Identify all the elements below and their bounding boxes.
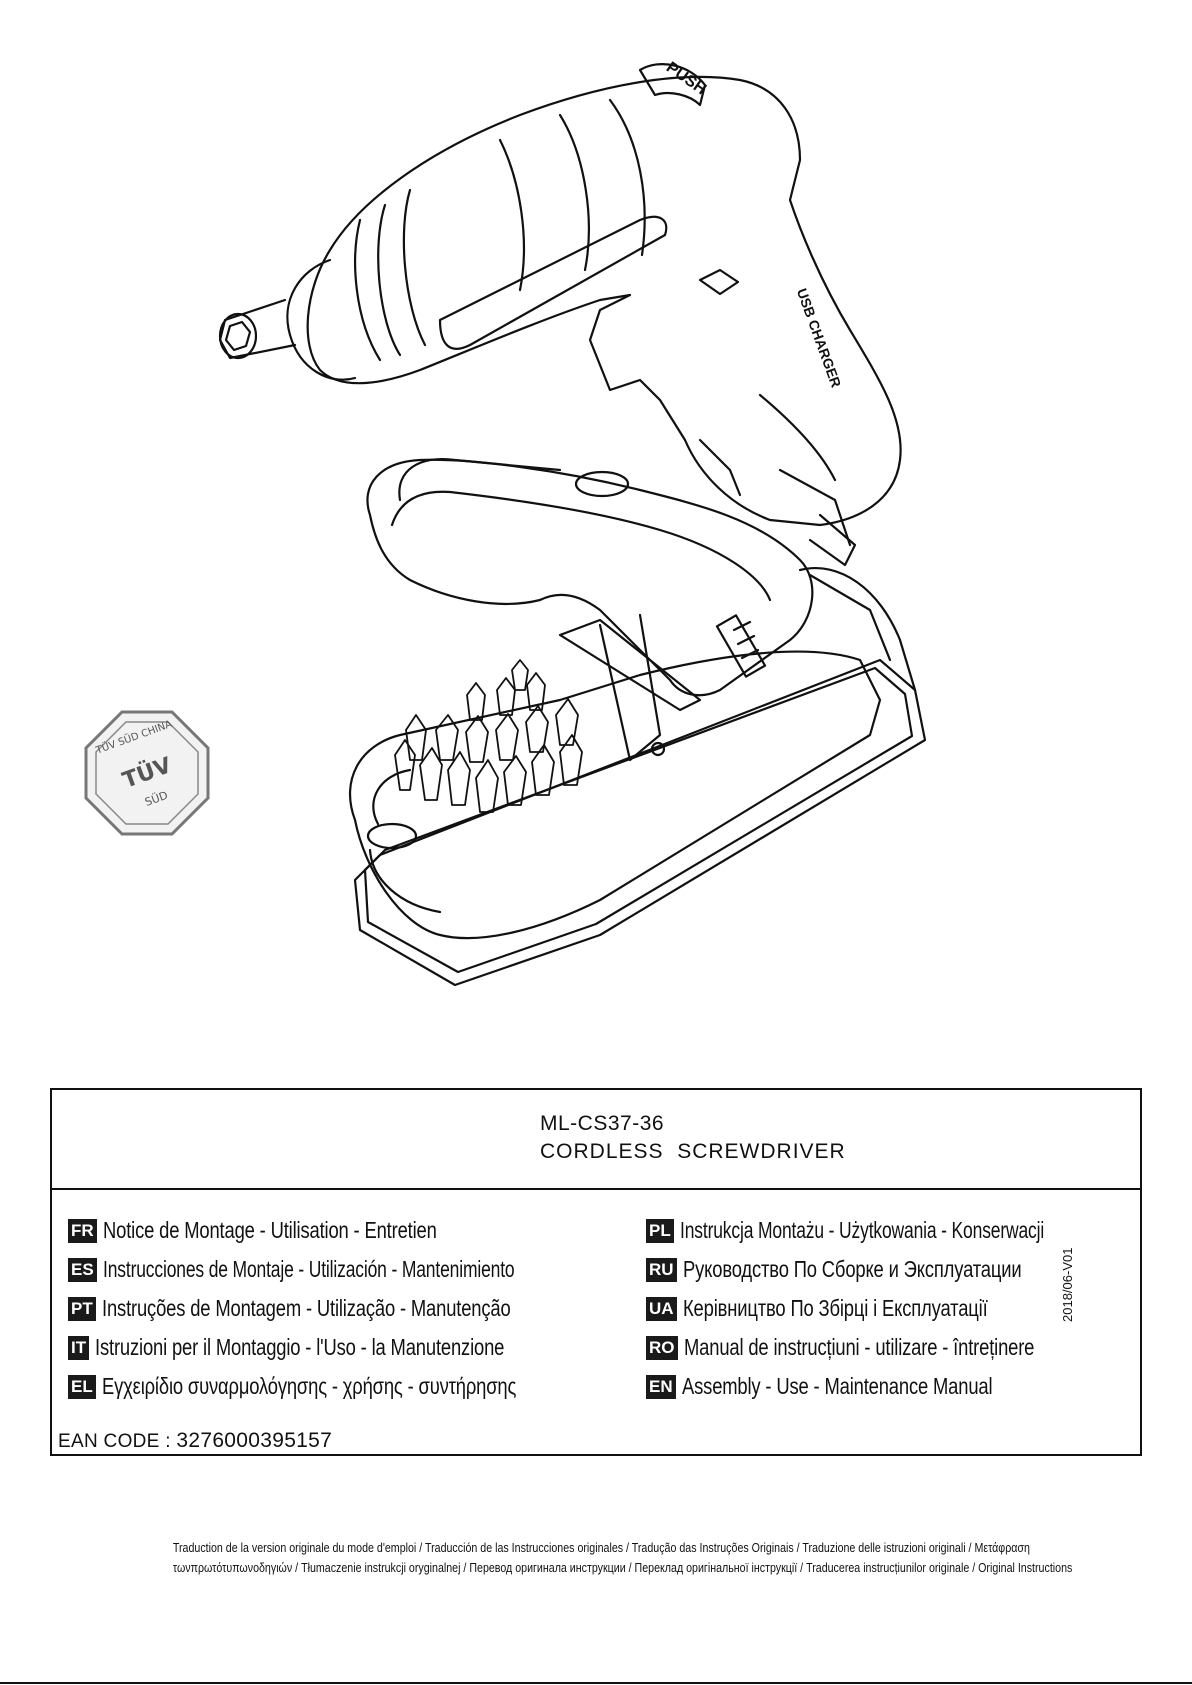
language-row-ro: RO Manual de instrucțiuni - utilizare - … (646, 1332, 1159, 1363)
language-title: Руководство По Сборке и Эксплуатации (682, 1256, 1022, 1282)
language-row-en: EN Assembly - Use - Maintenance Manual (646, 1371, 1159, 1402)
language-code: FR (68, 1218, 97, 1243)
language-title: Instrukcja Montażu - Użytkowania - Konse… (679, 1217, 1044, 1243)
translation-note-line2: τωνπρωτότυπωνοδηγιών / Tłumaczenie instr… (172, 1560, 1073, 1575)
translation-note-line1: Traduction de la version originale du mo… (172, 1540, 1030, 1555)
usb-charger-label: USB CHARGER (794, 286, 845, 389)
language-row-el: EL Εγχειρίδιο συναρμολόγησης - χρήσης - … (68, 1371, 644, 1402)
language-row-pl: PL Instrukcja Montażu - Użytkowania - Ko… (646, 1215, 1159, 1246)
language-code: EL (68, 1374, 96, 1399)
ean-label: EAN CODE : (58, 1431, 177, 1452)
language-code: UA (646, 1296, 677, 1321)
language-code: PT (68, 1296, 96, 1321)
document-version: 2018/06-V01 (1060, 1247, 1075, 1322)
language-code: EN (646, 1374, 676, 1399)
language-row-it: IT Istruzioni per il Montaggio - l'Uso -… (68, 1332, 644, 1363)
language-code: RU (646, 1257, 677, 1282)
language-list-right: PL Instrukcja Montażu - Użytkowania - Ko… (646, 1215, 1159, 1402)
language-list-left: FR Notice de Montage - Utilisation - Ent… (68, 1215, 644, 1402)
title-box: ML-CS37-36 CORDLESS SCREWDRIVER FR Notic… (50, 1088, 1142, 1456)
language-title: Manual de instrucțiuni - utilizare - înt… (683, 1334, 1034, 1360)
language-title: Assembly - Use - Maintenance Manual (681, 1373, 993, 1399)
model-number: ML-CS37-36 (540, 1112, 665, 1135)
bottom-rule (0, 1682, 1192, 1684)
language-title: Εγχειρίδιο συναρμολόγησης - χρήσης - συν… (101, 1373, 516, 1399)
language-code: ES (68, 1257, 97, 1282)
language-row-pt: PT Instruções de Montagem - Utilização -… (68, 1293, 644, 1324)
language-row-fr: FR Notice de Montage - Utilisation - Ent… (68, 1215, 644, 1246)
language-row-es: ES Instrucciones de Montaje - Utilizació… (68, 1254, 644, 1285)
ean-code: EAN CODE : 3276000395157 (58, 1429, 332, 1453)
language-title: Instruções de Montagem - Utilização - Ma… (101, 1295, 511, 1321)
language-code: RO (646, 1335, 678, 1360)
product-name: CORDLESS SCREWDRIVER (540, 1140, 846, 1163)
language-title: Istruzioni per il Montaggio - l'Uso - la… (95, 1334, 505, 1360)
language-row-ru: RU Руководство По Сборке и Эксплуатации (646, 1254, 1159, 1285)
screwdriver-illustration: PUSH USB CHARGER (218, 59, 927, 987)
language-row-ua: UA Керівництво По Збірці і Експлуатації (646, 1293, 1159, 1324)
language-title: Notice de Montage - Utilisation - Entret… (102, 1217, 437, 1243)
tuv-sud-seal: TÜV SÜD CHINA TÜV SÜD (84, 710, 210, 836)
ean-value: 3276000395157 (176, 1429, 333, 1452)
language-title: Instrucciones de Montaje - Utilización -… (102, 1256, 515, 1282)
language-code: PL (646, 1218, 674, 1243)
language-code: IT (68, 1335, 90, 1360)
language-title: Керівництво По Збірці і Експлуатації (682, 1295, 988, 1321)
translation-note: Traduction de la version originale du mo… (80, 1538, 1112, 1578)
title-header: ML-CS37-36 CORDLESS SCREWDRIVER (52, 1090, 1140, 1190)
